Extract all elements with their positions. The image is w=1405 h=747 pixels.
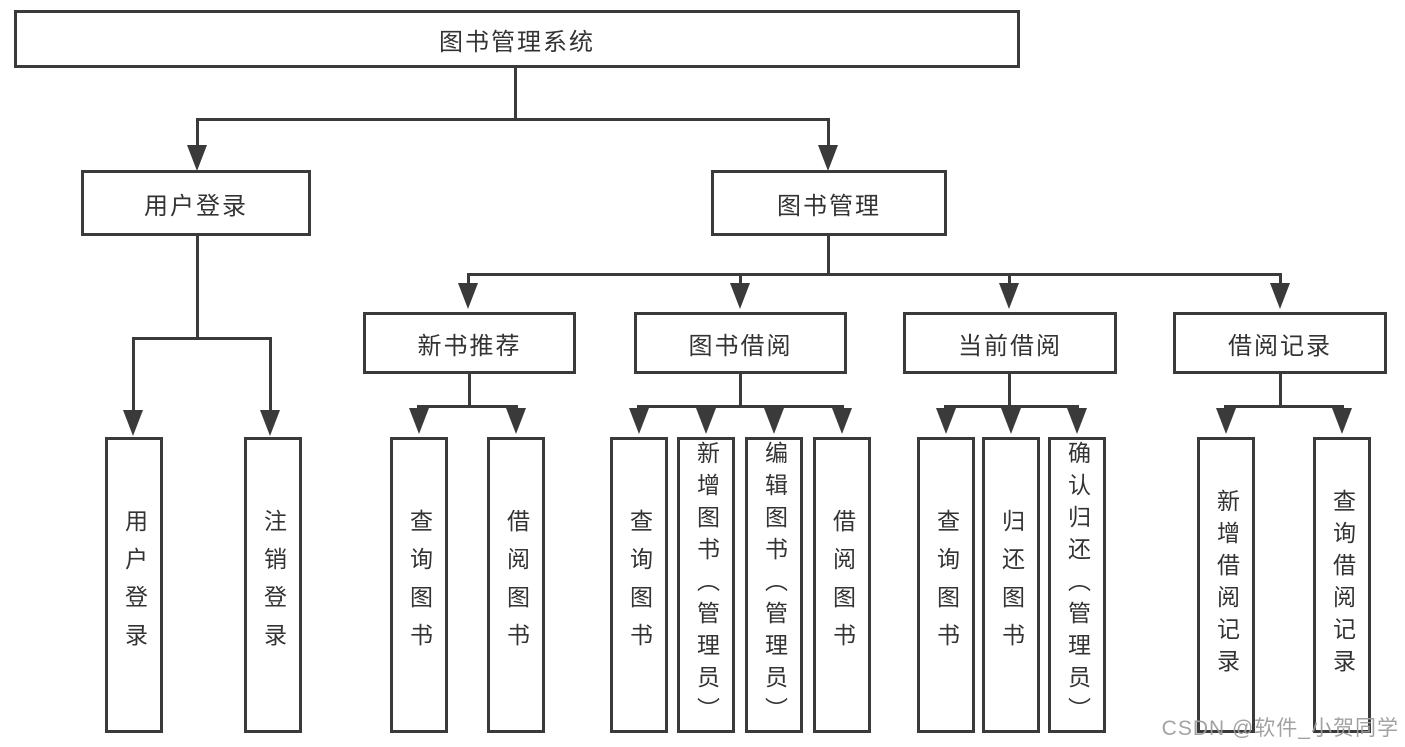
arrow-down-icon bbox=[1270, 283, 1290, 309]
node-label: 当前借阅 bbox=[958, 332, 1062, 360]
node-label: 新增图书（管理员） bbox=[693, 441, 720, 729]
edge-root-stem bbox=[514, 68, 517, 118]
node-borrow-books-recommend: 借阅图书 bbox=[487, 437, 545, 733]
node-label: 借阅记录 bbox=[1228, 332, 1332, 360]
node-label: 借阅图书 bbox=[503, 509, 530, 661]
arrow-down-icon bbox=[730, 283, 750, 309]
arrow-down-icon bbox=[458, 283, 478, 309]
arrow-down-icon bbox=[936, 408, 956, 434]
edge-book-mgmt-stem bbox=[827, 118, 830, 148]
arrow-down-icon bbox=[506, 408, 526, 434]
node-add-books-admin: 新增图书（管理员） bbox=[677, 437, 735, 733]
node-query-borrow-record: 查询借阅记录 bbox=[1313, 437, 1371, 733]
edge-level2-bar bbox=[196, 118, 830, 121]
edge-drop bbox=[1008, 273, 1011, 285]
node-label: 查询图书 bbox=[406, 509, 433, 661]
node-label: 查询图书 bbox=[933, 509, 960, 661]
node-label: 新书推荐 bbox=[417, 332, 522, 360]
edge-user-login-stem bbox=[196, 118, 199, 148]
node-user-login: 用户登录 bbox=[105, 437, 163, 733]
edge-drop bbox=[1279, 273, 1282, 285]
edge-group-bar bbox=[1224, 405, 1344, 408]
edge-group-stem bbox=[739, 374, 742, 408]
arrow-down-icon bbox=[260, 410, 280, 436]
node-add-borrow-record: 新增借阅记录 bbox=[1197, 437, 1255, 733]
node-edit-books-admin: 编辑图书（管理员） bbox=[745, 437, 803, 733]
edge-login-branch-stem bbox=[196, 236, 199, 337]
edge-group-bar bbox=[944, 405, 1079, 408]
edge-group-stem bbox=[1279, 374, 1282, 408]
node-label: 注销登录 bbox=[260, 509, 287, 661]
node-label: 查询借阅记录 bbox=[1329, 489, 1356, 681]
edge-drop bbox=[739, 273, 742, 285]
node-query-books-recommend: 查询图书 bbox=[390, 437, 448, 733]
arrow-down-icon bbox=[1216, 408, 1236, 434]
node-logout: 注销登录 bbox=[244, 437, 302, 733]
edge-mgmt-branch-stem bbox=[827, 236, 830, 273]
arrow-down-icon bbox=[1067, 408, 1087, 434]
node-borrowing-records: 借阅记录 bbox=[1173, 312, 1387, 374]
node-book-management: 图书管理 bbox=[711, 170, 947, 236]
node-user-login-group: 用户登录 bbox=[81, 170, 311, 236]
edge-drop bbox=[467, 273, 470, 285]
node-label: 用户登录 bbox=[144, 192, 248, 220]
arrow-down-icon bbox=[123, 410, 143, 436]
csdn-watermark: CSDN @软件_小贺同学 bbox=[1161, 717, 1399, 740]
node-query-books-current: 查询图书 bbox=[917, 437, 975, 733]
node-label: 用户登录 bbox=[121, 509, 148, 661]
arrow-down-icon bbox=[629, 408, 649, 434]
node-label: 图书管理系统 bbox=[439, 28, 595, 56]
node-label: 确认归还（管理员） bbox=[1064, 441, 1091, 729]
node-return-books: 归还图书 bbox=[982, 437, 1040, 733]
edge-group-bar bbox=[637, 405, 844, 408]
edge-drop bbox=[132, 337, 135, 411]
node-library-management-system: 图书管理系统 bbox=[14, 10, 1020, 68]
arrow-down-icon bbox=[696, 408, 716, 434]
node-label: 新增借阅记录 bbox=[1213, 489, 1240, 681]
arrow-down-icon bbox=[1001, 408, 1021, 434]
node-new-book-recommend: 新书推荐 bbox=[363, 312, 576, 374]
arrow-down-icon bbox=[187, 145, 207, 171]
arrow-down-icon bbox=[1332, 408, 1352, 434]
arrow-down-icon bbox=[999, 283, 1019, 309]
node-current-borrowing: 当前借阅 bbox=[903, 312, 1117, 374]
edge-group-stem bbox=[468, 374, 471, 408]
node-label: 借阅图书 bbox=[829, 509, 856, 661]
edge-drop bbox=[269, 337, 272, 411]
node-confirm-return-admin: 确认归还（管理员） bbox=[1048, 437, 1106, 733]
node-label: 图书管理 bbox=[777, 192, 881, 220]
node-book-borrowing: 图书借阅 bbox=[634, 312, 847, 374]
arrow-down-icon bbox=[832, 408, 852, 434]
edge-level3-bar bbox=[467, 273, 1281, 276]
arrow-down-icon bbox=[818, 145, 838, 171]
edge-group-stem bbox=[1008, 374, 1011, 408]
node-borrow-books: 借阅图书 bbox=[813, 437, 871, 733]
node-query-books-borrowing: 查询图书 bbox=[610, 437, 668, 733]
node-label: 查询图书 bbox=[626, 509, 653, 661]
node-label: 编辑图书（管理员） bbox=[761, 441, 788, 729]
node-label: 图书借阅 bbox=[688, 332, 793, 360]
arrow-down-icon bbox=[409, 408, 429, 434]
edge-group-bar bbox=[417, 405, 518, 408]
node-label: 归还图书 bbox=[998, 509, 1025, 661]
arrow-down-icon bbox=[764, 408, 784, 434]
edge-login-branch-bar bbox=[132, 337, 272, 340]
